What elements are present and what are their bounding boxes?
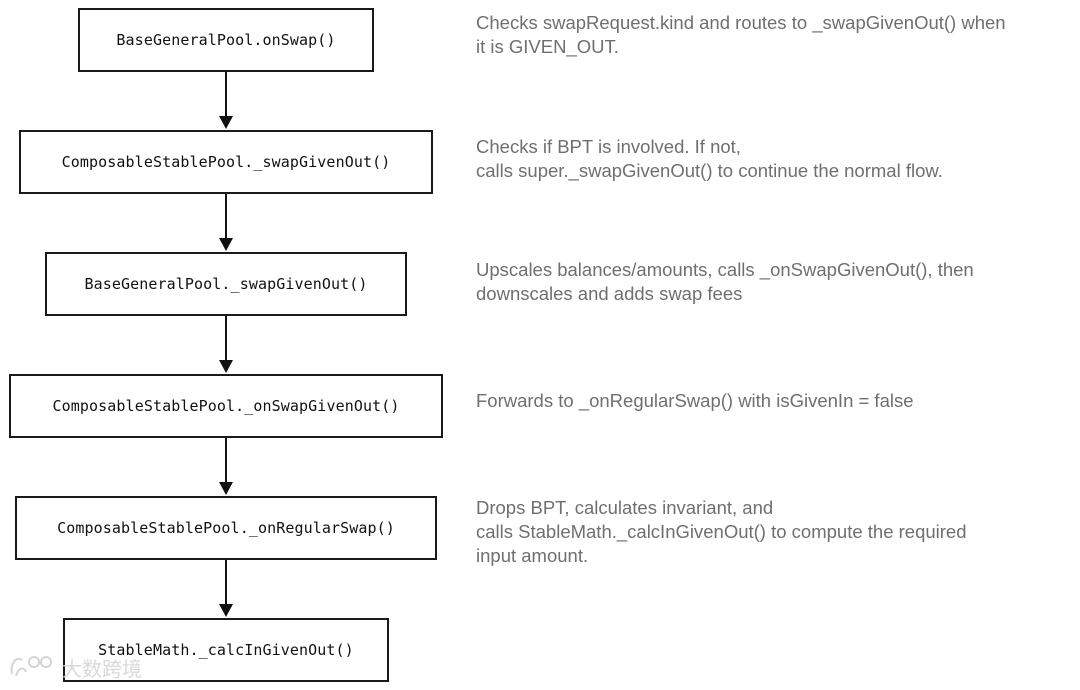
note-composable-swapgivenout: Checks if BPT is involved. If not, calls… (476, 135, 1072, 183)
flow-node-label: ComposableStablePool._swapGivenOut() (61, 153, 391, 171)
watermark: 大数跨境 (8, 652, 142, 682)
note-line: Upscales balances/amounts, calls _onSwap… (476, 259, 974, 280)
arrowhead-2 (219, 238, 233, 251)
flow-node-composable-swapgivenout: ComposableStablePool._swapGivenOut() (19, 130, 433, 194)
flow-node-onswap: BaseGeneralPool.onSwap() (78, 8, 374, 72)
note-line: Checks swapRequest.kind and routes to _s… (476, 12, 1006, 33)
note-line: it is GIVEN_OUT. (476, 36, 619, 57)
note-line: input amount. (476, 545, 589, 566)
note-basegeneral-swapgivenout: Upscales balances/amounts, calls _onSwap… (476, 258, 1072, 306)
note-line: Drops BPT, calculates invariant, and (476, 497, 774, 518)
flow-node-composable-onregularswap: ComposableStablePool._onRegularSwap() (15, 496, 437, 560)
flow-node-label: BaseGeneralPool.onSwap() (116, 31, 336, 49)
note-line: Checks if BPT is involved. If not, (476, 136, 741, 157)
flow-node-label: ComposableStablePool._onSwapGivenOut() (52, 397, 400, 415)
arrowhead-1 (219, 116, 233, 129)
note-line: downscales and adds swap fees (476, 283, 743, 304)
note-composable-onswapgivenout: Forwards to _onRegularSwap() with isGive… (476, 389, 1072, 413)
flow-node-basegeneral-swapgivenout: BaseGeneralPool._swapGivenOut() (45, 252, 407, 316)
arrowhead-5 (219, 604, 233, 617)
arrowhead-3 (219, 360, 233, 373)
flow-node-stablemath-calcingivenout: StableMath._calcInGivenOut() (63, 618, 389, 682)
watermark-text: 大数跨境 (62, 656, 142, 681)
note-line: calls StableMath._calcInGivenOut() to co… (476, 521, 967, 542)
note-composable-onregularswap: Drops BPT, calculates invariant, and cal… (476, 496, 1072, 568)
note-line: Forwards to _onRegularSwap() with isGive… (476, 390, 914, 411)
arrowhead-4 (219, 482, 233, 495)
flow-node-label: StableMath._calcInGivenOut() (98, 641, 354, 659)
note-line: calls super._swapGivenOut() to continue … (476, 160, 943, 181)
flow-node-composable-onswapgivenout: ComposableStablePool._onSwapGivenOut() (9, 374, 443, 438)
flow-node-label: ComposableStablePool._onRegularSwap() (57, 519, 395, 537)
watermark-logo-icon (10, 656, 52, 677)
flow-node-label: BaseGeneralPool._swapGivenOut() (84, 275, 368, 293)
note-onswap: Checks swapRequest.kind and routes to _s… (476, 11, 1072, 59)
